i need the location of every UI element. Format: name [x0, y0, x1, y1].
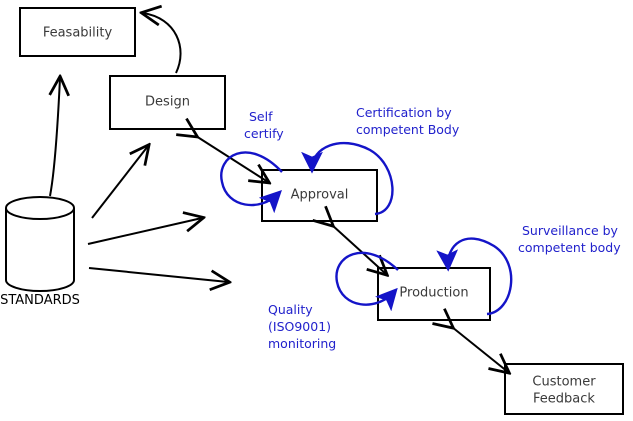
node-standards[interactable]: STANDARDS — [0, 196, 80, 308]
customer-feedback-box — [504, 363, 624, 415]
customer-feedback-label-line2: Feedback — [533, 392, 595, 407]
standards-label: STANDARDS — [0, 293, 80, 308]
edge-standards-to-feasability — [50, 78, 60, 197]
loop-quality-monitoring — [335, 251, 399, 305]
standards-cylinder-top — [5, 196, 75, 220]
node-production[interactable]: Production — [377, 267, 491, 321]
certification-body-line2: competent Body — [356, 122, 460, 137]
quality-monitoring-line3: monitoring — [268, 336, 336, 351]
edge-standards-to-design — [91, 146, 148, 219]
edge-production-customer-feedback — [452, 327, 508, 372]
edge-standards-to-production — [88, 267, 228, 282]
self-certify-line1: Self — [249, 109, 273, 124]
quality-monitoring-line2: (ISO9001) — [268, 319, 331, 334]
approval-label: Approval — [291, 188, 349, 203]
quality-monitoring-line1: Quality — [268, 302, 313, 317]
customer-feedback-label-line1: Customer — [532, 375, 596, 390]
loop-surveillance-body — [448, 237, 513, 316]
surveillance-body-line2: competent body — [518, 240, 621, 255]
loop-certification-body — [312, 141, 394, 216]
annotation-certification-body: Certification by competent Body — [356, 105, 460, 137]
node-approval[interactable]: Approval — [261, 169, 378, 222]
design-label: Design — [145, 95, 190, 110]
loop-self-certify — [220, 151, 283, 205]
annotation-surveillance-body: Surveillance by competent body — [518, 223, 621, 255]
feasability-label: Feasability — [43, 26, 113, 41]
edge-design-to-feasability — [143, 13, 182, 74]
node-design[interactable]: Design — [109, 75, 226, 130]
surveillance-body-line1: Surveillance by — [522, 223, 619, 238]
certification-body-line1: Certification by — [356, 105, 452, 120]
edge-approval-production — [332, 225, 386, 274]
self-certify-line2: certify — [244, 126, 284, 141]
annotation-self-certify: Self certify — [244, 109, 284, 141]
feasability-box — [19, 7, 136, 57]
node-customer-feedback[interactable]: Customer Feedback — [504, 363, 624, 415]
edge-standards-to-approval — [87, 218, 202, 245]
production-label: Production — [399, 286, 468, 301]
node-feasability[interactable]: Feasability — [19, 7, 136, 57]
edge-design-approval — [196, 136, 268, 182]
standards-cylinder-body — [5, 208, 75, 292]
annotation-quality-monitoring: Quality (ISO9001) monitoring — [268, 302, 336, 351]
